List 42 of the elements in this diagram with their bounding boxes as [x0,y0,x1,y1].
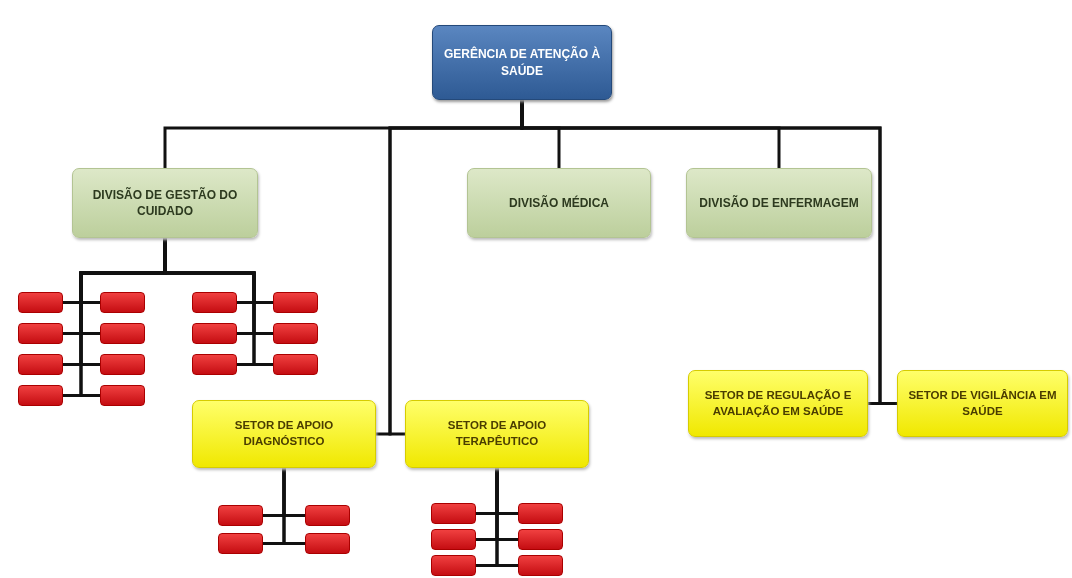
empty-box [518,503,563,524]
empty-box [518,555,563,576]
org-unit-box [72,168,258,238]
org-unit-box [405,400,589,468]
connector-line [282,468,305,545]
empty-box [18,292,63,313]
empty-box [18,385,63,406]
empty-box [192,292,237,313]
empty-box [273,292,318,313]
unit-name: DIVISÃO DE GESTÃO DO CUIDADO [91,186,239,220]
empty-box [273,354,318,375]
unit-name: GERÊNCIA DE ATENÇÃO À SAÚDE [442,46,602,79]
org-unit-box [897,370,1068,437]
org-unit-box [432,25,612,100]
org-unit-box [192,400,376,468]
unit-name: SETOR DE APOIO TERAPÊUTICO [446,418,548,449]
empty-box [192,354,237,375]
unit-name: DIVISÃO MÉDICA [509,194,609,212]
empty-box [18,354,63,375]
empty-box [218,505,263,526]
unit-name: DIVISÃO DE ENFERMAGEM [699,194,859,212]
empty-box [273,323,318,344]
unit-name: SETOR DE REGULAÇÃO E AVALIAÇÃO EM SAÚDE [703,388,853,419]
empty-box [18,323,63,344]
empty-box [100,385,145,406]
empty-box [431,529,476,550]
empty-box [518,529,563,550]
empty-box [100,323,145,344]
unit-name: SETOR DE VIGILÂNCIA EM SAÚDE [907,388,1058,419]
empty-box [192,323,237,344]
org-unit-box [467,168,651,238]
unit-name: SETOR DE APOIO DIAGNÓSTICO [233,418,335,449]
connector-line [495,468,518,567]
empty-box [100,292,145,313]
empty-box [100,354,145,375]
empty-box [218,533,263,554]
empty-box [431,503,476,524]
org-unit-box [686,168,872,238]
empty-box [431,555,476,576]
org-unit-box [688,370,868,437]
empty-box [305,533,350,554]
empty-box [305,505,350,526]
